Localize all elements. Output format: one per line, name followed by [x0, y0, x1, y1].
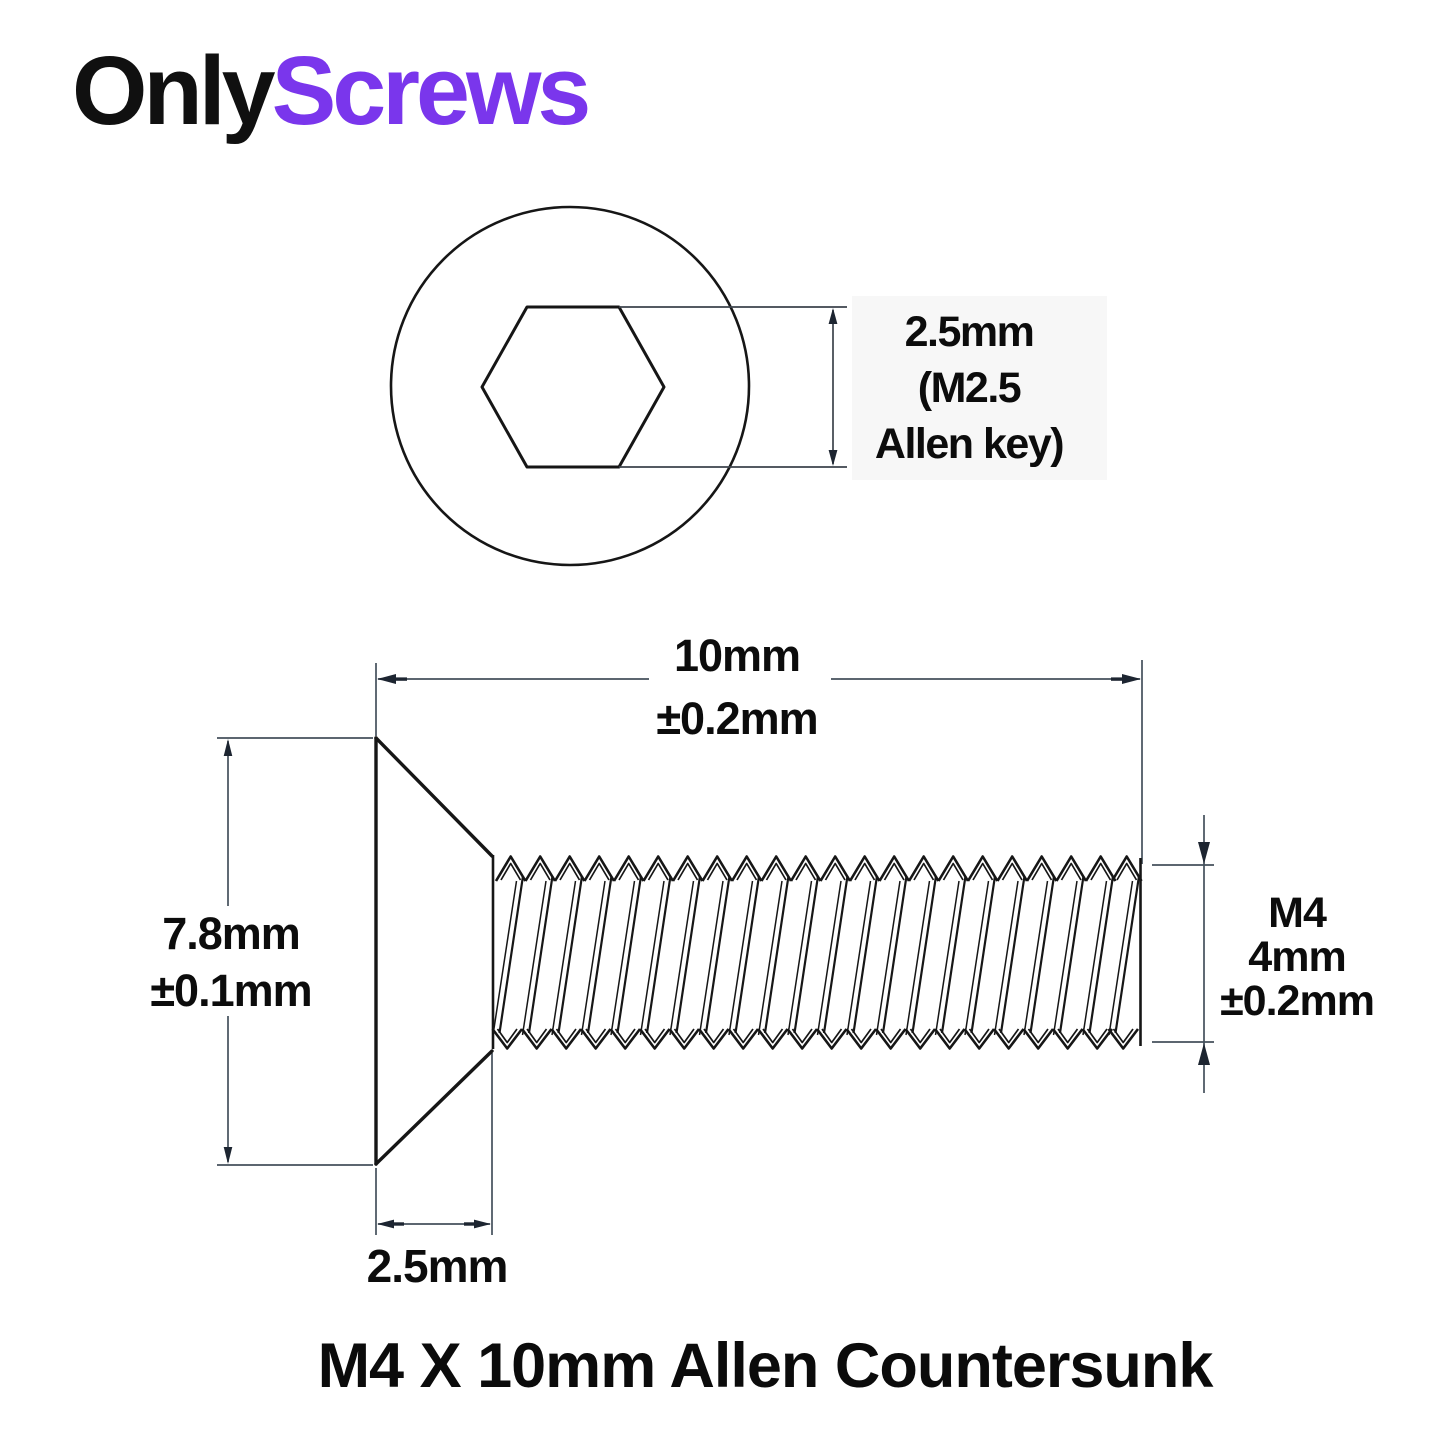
length-dimension-label: 10mm ±0.2mm: [656, 630, 818, 744]
thread-diameter-dimension-label: M4 4mm ±0.2mm: [1220, 889, 1375, 1025]
head-diameter-dimension-label: 7.8mm ±0.1mm: [150, 908, 312, 1016]
label-mask: [150, 906, 316, 1016]
brand-logo-part2: Screws: [271, 36, 592, 145]
head-outline-circle: [389, 205, 751, 567]
brand-logo-part1: Only: [72, 36, 276, 145]
thread-pattern: [491, 855, 1143, 1050]
socket-dimension-lines: [619, 306, 847, 468]
screw-top-view: [389, 205, 1107, 567]
product-title: M4 X 10mm Allen Countersunk: [317, 1331, 1214, 1401]
brand-logo: OnlyScrews: [72, 36, 592, 145]
screw-side-view: [150, 627, 1214, 1235]
dimension-arrows: [223, 674, 1210, 1229]
label-backdrop: [852, 296, 1107, 480]
socket-dimension-arrows: [828, 308, 838, 466]
countersunk-head-outline: [374, 736, 494, 1166]
hex-socket-outline: [480, 305, 666, 469]
label-mask: [649, 627, 831, 741]
socket-size-label: 2.5mm (M2.5 Allen key): [874, 308, 1065, 468]
head-height-dimension-label: 2.5mm: [366, 1240, 509, 1292]
